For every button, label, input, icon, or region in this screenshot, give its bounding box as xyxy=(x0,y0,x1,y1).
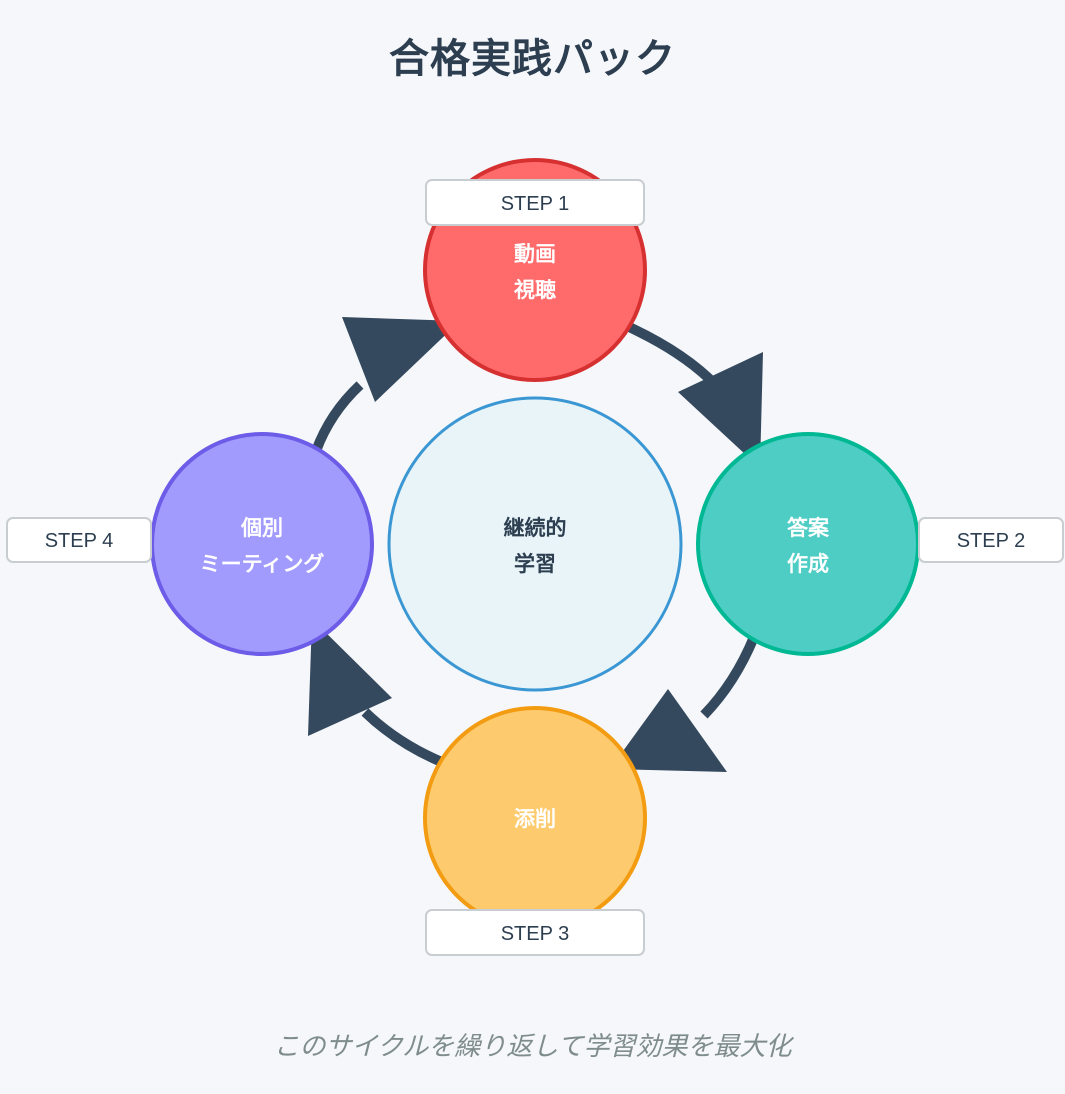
step-2-label-line1: 答案 xyxy=(787,516,830,540)
arrow-arc-step3-to-step4 xyxy=(361,708,446,768)
step-badge-3-label: STEP 3 xyxy=(501,923,570,945)
step-3-label-line1: 添削 xyxy=(514,807,556,831)
step-node-2: STEP 2 答案 作成 xyxy=(696,432,1064,656)
arrowhead-to-step1 xyxy=(342,317,460,402)
step-badge-2 xyxy=(918,517,1064,563)
step-4-label-line1: 個別 xyxy=(240,516,283,540)
step-1-label-line2: 視聴 xyxy=(513,278,556,302)
arrow-arc-step4-to-step1 xyxy=(311,381,364,453)
arrowhead-to-step4 xyxy=(308,619,392,736)
step-node-3: STEP 3 添削 xyxy=(423,706,647,956)
step-node-4: STEP 4 個別 ミーティング xyxy=(6,432,374,656)
step-badge-4 xyxy=(6,517,152,563)
step-badge-3 xyxy=(425,909,645,956)
step-badge-1 xyxy=(425,179,645,226)
page-title: 合格実践パック xyxy=(389,36,676,82)
footer-caption: このサイクルを繰り返して学習効果を最大化 xyxy=(273,1032,792,1062)
step-badge-1-label: STEP 1 xyxy=(501,193,570,215)
center-label-line2: 学習 xyxy=(514,552,556,576)
arrowhead-to-step2 xyxy=(678,352,763,468)
center-label-line1: 継続的 xyxy=(504,516,567,540)
center-node: 継続的 学習 xyxy=(387,396,683,692)
arrow-arc-step2-to-step3 xyxy=(700,635,759,719)
step-node-1: STEP 1 動画 視聴 xyxy=(423,158,647,382)
step-badge-4-label: STEP 4 xyxy=(45,530,114,552)
step-2-label-line2: 作成 xyxy=(787,552,829,576)
step-badge-2-label: STEP 2 xyxy=(957,530,1026,552)
step-1-label-line1: 動画 xyxy=(514,242,556,266)
arrowhead-to-step3 xyxy=(610,689,727,772)
step-4-label-line2: ミーティング xyxy=(200,552,325,576)
